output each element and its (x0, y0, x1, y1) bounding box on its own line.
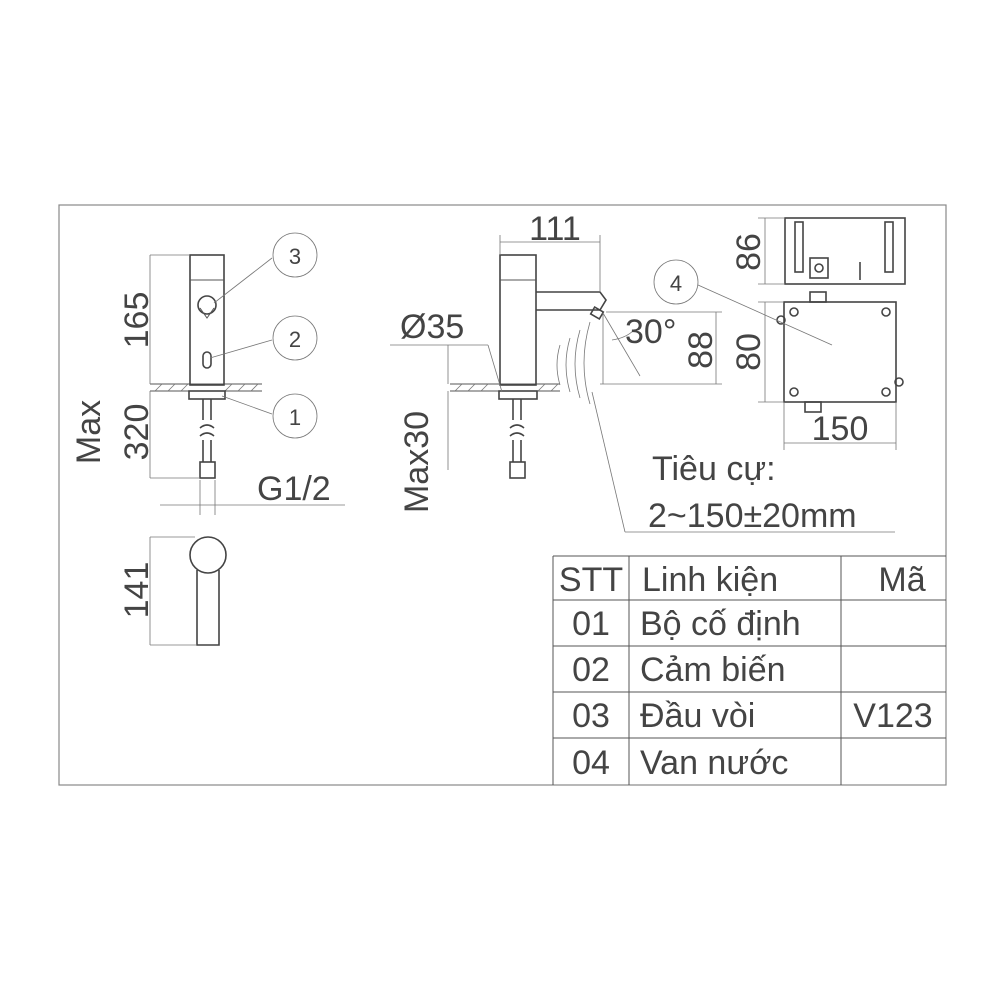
table-row-4-part: Van nước (640, 744, 788, 782)
valve-box-side (758, 217, 906, 285)
table-row-1-part: Bộ cố định (640, 605, 801, 643)
svg-text:1: 1 (289, 405, 301, 430)
dim-165: 165 (118, 292, 156, 349)
top-view (149, 536, 227, 646)
front-view (149, 254, 345, 515)
dim-88: 88 (682, 331, 720, 369)
callout-1: 1 (221, 393, 318, 439)
callout-4: 4 (653, 259, 833, 346)
table-row-3-part: Đầu vòi (640, 697, 755, 735)
dim-80: 80 (730, 333, 768, 371)
counter-hatch-front (154, 383, 259, 392)
hose-nut-side (509, 461, 526, 479)
table-row-3-stt: 03 (572, 697, 610, 735)
faucet-body-side (499, 254, 537, 386)
dim-150: 150 (812, 410, 869, 448)
hose-nut-front (199, 461, 216, 479)
svg-text:2: 2 (289, 327, 301, 352)
callout-2: 2 (209, 315, 318, 361)
table-row-3-code: V123 (853, 697, 932, 735)
table-header-stt: STT (559, 561, 623, 599)
callout-3: 3 (213, 232, 318, 304)
table-row-4-stt: 04 (572, 744, 610, 782)
sensor-window (202, 351, 212, 369)
table-row-2-part: Cảm biến (640, 651, 786, 689)
side-view (390, 235, 895, 533)
svg-text:3: 3 (289, 244, 301, 269)
parts-table (552, 555, 946, 785)
dim-320: 320 (118, 404, 156, 461)
drawing-frame (58, 204, 947, 786)
table-header-code: Mã (878, 561, 925, 599)
spout (536, 291, 607, 311)
dim-angle-30: 30° (625, 313, 676, 351)
aerator-front (197, 295, 217, 315)
faucet-body-front (189, 254, 225, 386)
counter-hatch-side (454, 383, 559, 392)
table-row-1-stt: 01 (572, 605, 610, 643)
table-row-2-stt: 02 (572, 651, 610, 689)
dim-141: 141 (118, 562, 156, 619)
dim-diameter-35: Ø35 (400, 308, 464, 346)
dim-111: 111 (529, 210, 581, 248)
focal-range: 2~150±20mm (648, 497, 857, 535)
svg-text:4: 4 (670, 271, 682, 296)
faucet-top-circle (189, 536, 227, 574)
table-header-part: Linh kiện (642, 561, 778, 599)
valve-box-top (758, 291, 904, 450)
dim-max: Max (70, 400, 108, 464)
dim-max30: Max30 (398, 411, 436, 513)
dim-86: 86 (730, 233, 768, 271)
dim-g1-2: G1/2 (257, 470, 331, 508)
focal-label: Tiêu cự: (652, 450, 776, 488)
